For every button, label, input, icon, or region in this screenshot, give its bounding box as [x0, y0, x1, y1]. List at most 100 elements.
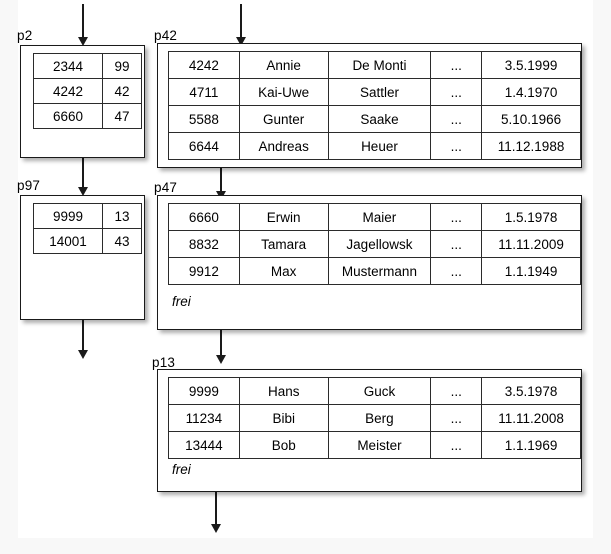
- cell-first: Bob: [238, 431, 329, 459]
- cell-first: Max: [238, 257, 329, 285]
- index-node-p97[interactable]: 9999 13 14001 43: [20, 195, 145, 320]
- table-row[interactable]: 6660 47: [33, 103, 142, 129]
- cell-first: Gunter: [238, 105, 329, 133]
- cell-first: Hans: [238, 377, 329, 405]
- table-row[interactable]: 4242 42: [33, 78, 142, 104]
- cell-more: ...: [430, 132, 483, 160]
- cell-first: Bibi: [238, 404, 329, 432]
- table-row[interactable]: 6644 Andreas Heuer ... 11.12.1988: [168, 132, 581, 160]
- table-row[interactable]: 9999 Hans Guck ... 3.5.1978: [168, 377, 581, 405]
- cell-date: 11.11.2008: [481, 404, 581, 432]
- cell-date: 1.5.1978: [481, 203, 581, 231]
- index-pointer-cell: 13: [102, 203, 142, 229]
- cell-id: 4711: [168, 78, 240, 106]
- cell-more: ...: [430, 377, 483, 405]
- table-row[interactable]: 2344 99: [33, 53, 142, 79]
- cell-more: ...: [430, 257, 483, 285]
- table-row[interactable]: 9999 13: [33, 203, 142, 229]
- cell-id: 13444: [168, 431, 240, 459]
- cell-more: ...: [430, 431, 483, 459]
- table-row[interactable]: 11234 Bibi Berg ... 11.11.2008: [168, 404, 581, 432]
- cell-date: 11.11.2009: [481, 230, 581, 258]
- cell-last: De Monti: [327, 51, 432, 79]
- arrow-head: [210, 524, 221, 533]
- node-label-p42: p42: [154, 28, 178, 43]
- arrow-head: [77, 37, 88, 46]
- index-key-cell: 4242: [33, 78, 103, 104]
- index-pointer-cell: 99: [102, 53, 142, 79]
- data-page-p42[interactable]: 4242 Annie De Monti ... 3.5.1999 4711 Ka…: [157, 43, 582, 168]
- table-row[interactable]: 4242 Annie De Monti ... 3.5.1999: [168, 51, 581, 79]
- cell-first: Andreas: [238, 132, 329, 160]
- index-pointer-cell: 43: [102, 228, 142, 254]
- arrow-shaft: [82, 4, 84, 40]
- cell-date: 3.5.1978: [481, 377, 581, 405]
- cell-id: 8832: [168, 230, 240, 258]
- index-pointer-cell: 42: [102, 78, 142, 104]
- cell-last: Jagellowsk: [327, 230, 432, 258]
- cell-more: ...: [430, 230, 483, 258]
- index-node-p2[interactable]: 2344 99 4242 42 6660 47: [20, 45, 145, 158]
- index-key-cell: 2344: [33, 53, 103, 79]
- cell-date: 1.1.1969: [481, 431, 581, 459]
- cell-more: ...: [430, 78, 483, 106]
- table-row[interactable]: 5588 Gunter Saake ... 5.10.1966: [168, 105, 581, 133]
- cell-more: ...: [430, 105, 483, 133]
- free-space-label: frei: [172, 294, 191, 309]
- cell-date: 1.4.1970: [481, 78, 581, 106]
- cell-last: Saake: [327, 105, 432, 133]
- cell-id: 9999: [168, 377, 240, 405]
- cell-more: ...: [430, 404, 483, 432]
- cell-id: 6660: [168, 203, 240, 231]
- cell-first: Annie: [238, 51, 329, 79]
- cell-id: 4242: [168, 51, 240, 79]
- cell-more: ...: [430, 51, 483, 79]
- table-row[interactable]: 13444 Bob Meister ... 1.1.1969: [168, 431, 581, 459]
- table-row[interactable]: 6660 Erwin Maier ... 1.5.1978: [168, 203, 581, 231]
- cell-last: Meister: [327, 431, 432, 459]
- arrow-head: [77, 187, 88, 196]
- index-pointer-cell: 47: [102, 103, 142, 129]
- cell-first: Erwin: [238, 203, 329, 231]
- arrow-shaft: [240, 4, 242, 40]
- data-table-p47: 6660 Erwin Maier ... 1.5.1978 8832 Tamar…: [168, 203, 581, 285]
- cell-id: 11234: [168, 404, 240, 432]
- table-row[interactable]: 9912 Max Mustermann ... 1.1.1949: [168, 257, 581, 285]
- index-key-cell: 6660: [33, 103, 103, 129]
- table-row[interactable]: 8832 Tamara Jagellowsk ... 11.11.2009: [168, 230, 581, 258]
- cell-last: Sattler: [327, 78, 432, 106]
- index-table-p97: 9999 13 14001 43: [33, 203, 142, 254]
- arrow-shaft: [82, 158, 84, 190]
- arrow-head: [215, 355, 226, 364]
- cell-first: Kai-Uwe: [238, 78, 329, 106]
- index-key-cell: 14001: [33, 228, 103, 254]
- cell-more: ...: [430, 203, 483, 231]
- cell-date: 11.12.1988: [481, 132, 581, 160]
- data-table-p42: 4242 Annie De Monti ... 3.5.1999 4711 Ka…: [168, 51, 581, 160]
- index-key-cell: 9999: [33, 203, 103, 229]
- free-space-label: frei: [172, 462, 191, 477]
- cell-date: 5.10.1966: [481, 105, 581, 133]
- table-row[interactable]: 14001 43: [33, 228, 142, 254]
- cell-last: Berg: [327, 404, 432, 432]
- cell-last: Maier: [327, 203, 432, 231]
- cell-date: 1.1.1949: [481, 257, 581, 285]
- table-row[interactable]: 4711 Kai-Uwe Sattler ... 1.4.1970: [168, 78, 581, 106]
- cell-id: 6644: [168, 132, 240, 160]
- arrow-shaft: [82, 320, 84, 353]
- node-label-p47: p47: [154, 180, 178, 195]
- node-label-p97: p97: [17, 178, 41, 193]
- data-page-p13[interactable]: 9999 Hans Guck ... 3.5.1978 11234 Bibi B…: [157, 369, 582, 492]
- data-page-p47[interactable]: 6660 Erwin Maier ... 1.5.1978 8832 Tamar…: [157, 195, 582, 330]
- cell-date: 3.5.1999: [481, 51, 581, 79]
- node-label-p13: p13: [152, 355, 176, 370]
- data-table-p13: 9999 Hans Guck ... 3.5.1978 11234 Bibi B…: [168, 377, 581, 459]
- arrow-shaft: [220, 168, 222, 194]
- node-label-p2: p2: [17, 28, 33, 43]
- cell-last: Mustermann: [327, 257, 432, 285]
- arrow-shaft: [220, 330, 222, 358]
- arrow-head: [235, 37, 246, 46]
- arrow-shaft: [215, 492, 217, 527]
- cell-first: Tamara: [238, 230, 329, 258]
